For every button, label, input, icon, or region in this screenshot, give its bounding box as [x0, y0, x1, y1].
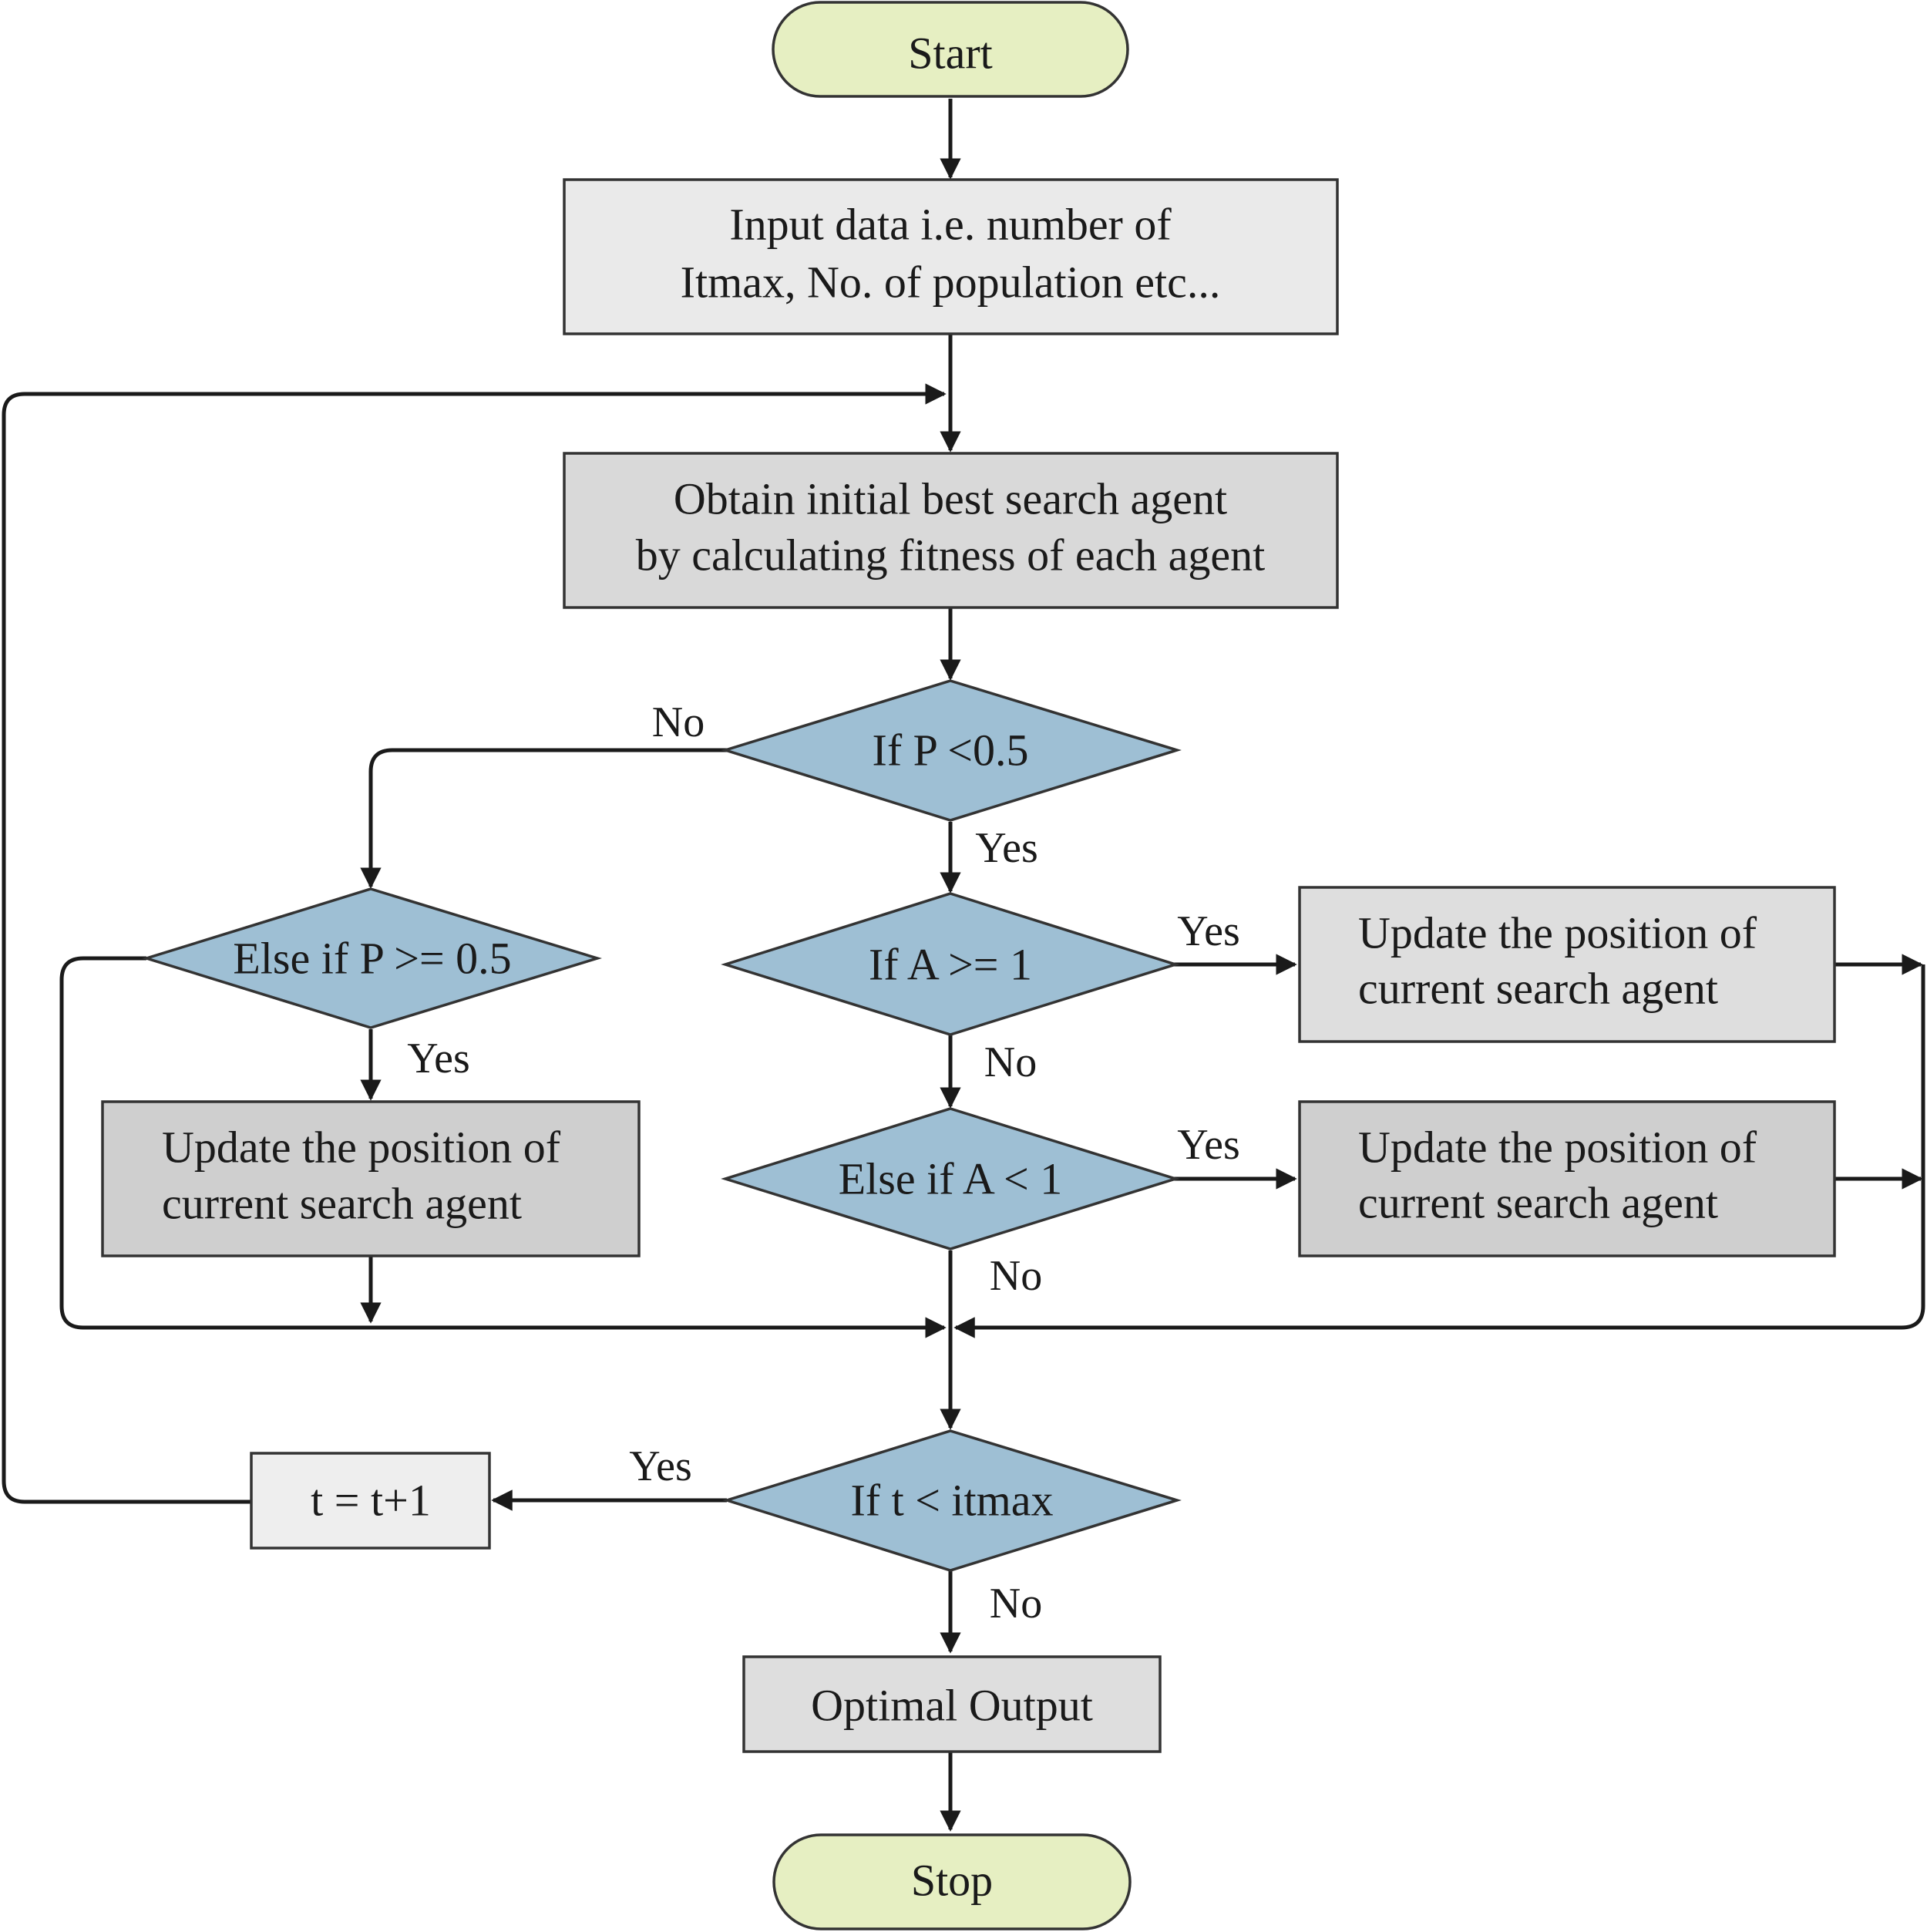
label-a-no: No: [984, 1038, 1037, 1086]
edge-labels: No Yes Yes No Yes No Yes Yes No: [407, 698, 1239, 1627]
label-else-a-no: No: [990, 1252, 1042, 1300]
update-position-left-box: Update the position of current search ag…: [101, 1100, 641, 1257]
update-right-bottom-line2: current search agent: [1358, 1178, 1718, 1228]
obtain-line1: Obtain initial best search agent: [674, 474, 1227, 524]
input-data-line2: Itmax, No. of population etc...: [681, 257, 1221, 308]
if-p-decision: If P <0.5: [721, 679, 1182, 822]
edge-right-merge: [953, 964, 1925, 1338]
obtain-line2: by calculating fitness of each agent: [636, 530, 1266, 581]
update-left-line2: current search agent: [162, 1179, 522, 1229]
start-label: Start: [908, 29, 993, 79]
update-left-line1: Update the position of: [162, 1123, 561, 1173]
edge-loop-back: [2, 383, 947, 1504]
input-data-box: Input data i.e. number of Itmax, No. of …: [563, 178, 1339, 335]
update-position-right-bottom-box: Update the position of current search ag…: [1298, 1100, 1836, 1257]
start-terminal: Start: [772, 1, 1129, 98]
optimal-output-label: Optimal Output: [811, 1681, 1093, 1731]
update-position-right-top-box: Update the position of current search ag…: [1298, 886, 1836, 1043]
label-p-no: No: [652, 698, 705, 746]
optimal-output-box: Optimal Output: [742, 1655, 1162, 1753]
edges: [2, 99, 1925, 1832]
label-a-yes: Yes: [1177, 907, 1239, 955]
edge-else-p-no-merge: [59, 956, 947, 1338]
obtain-best-agent-box: Obtain initial best search agent by calc…: [563, 452, 1339, 609]
if-a-decision: If A >= 1: [721, 892, 1180, 1036]
update-right-bottom-line1: Update the position of: [1358, 1123, 1757, 1173]
if-t-decision: If t < itmax: [722, 1429, 1182, 1572]
edge-if-p-no: [360, 748, 727, 889]
label-else-p-yes: Yes: [407, 1035, 469, 1082]
increment-t-box: t = t+1: [250, 1452, 491, 1550]
if-p-label: If P <0.5: [873, 725, 1029, 776]
label-p-yes: Yes: [975, 824, 1037, 872]
update-right-top-line1: Update the position of: [1358, 908, 1757, 958]
else-a-decision: Else if A < 1: [721, 1107, 1180, 1250]
else-a-label: Else if A < 1: [839, 1154, 1062, 1204]
else-p-decision: Else if P >= 0.5: [142, 887, 602, 1029]
label-else-a-yes: Yes: [1177, 1121, 1239, 1169]
stop-terminal: Stop: [772, 1833, 1132, 1930]
else-p-label: Else if P >= 0.5: [233, 934, 511, 984]
stop-label: Stop: [911, 1856, 993, 1906]
if-a-label: If A >= 1: [869, 940, 1032, 990]
label-t-yes: Yes: [629, 1442, 691, 1490]
increment-label: t = t+1: [311, 1476, 431, 1526]
input-data-line1: Input data i.e. number of: [729, 200, 1172, 250]
update-right-top-line2: current search agent: [1358, 964, 1718, 1014]
label-t-no: No: [990, 1580, 1042, 1627]
if-t-label: If t < itmax: [850, 1476, 1053, 1526]
